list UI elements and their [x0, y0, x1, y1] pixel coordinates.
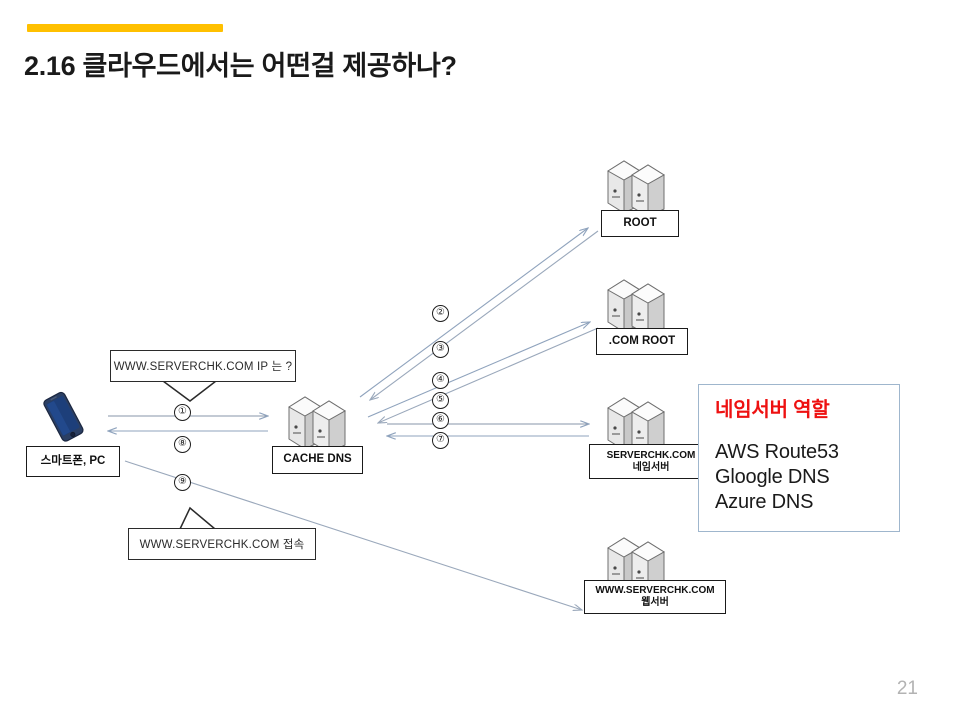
- connect-callout: WWW.SERVERCHK.COM 접속: [128, 528, 316, 560]
- node-nameserver: SERVERCHK.COM 네임서버: [589, 444, 713, 479]
- connect-callout-text: WWW.SERVERCHK.COM 접속: [139, 539, 305, 551]
- step-2: ②: [432, 305, 449, 322]
- server-icon: [607, 160, 665, 217]
- client-label: 스마트폰, PC: [26, 446, 120, 477]
- step-7: ⑦: [432, 432, 449, 449]
- server-icon: [607, 397, 665, 454]
- step-5: ⑤: [432, 392, 449, 409]
- step-8: ⑧: [174, 436, 191, 453]
- smartphone-icon: [43, 391, 84, 442]
- step-1: ①: [174, 404, 191, 421]
- step-4: ④: [432, 372, 449, 389]
- step-7-text: ⑦: [436, 434, 445, 445]
- node-com-root-label: .COM ROOT: [608, 334, 676, 347]
- step-9-text: ⑨: [178, 476, 187, 487]
- node-cache-dns-label: CACHE DNS: [283, 453, 352, 466]
- step-3: ③: [432, 341, 449, 358]
- node-webserver-label-2: 웹서버: [641, 597, 669, 608]
- nameserver-role-item-3: Azure DNS: [715, 491, 814, 514]
- step-9: ⑨: [174, 474, 191, 491]
- step-1-text: ①: [178, 406, 187, 417]
- nameserver-role-title: 네임서버 역할: [715, 399, 830, 421]
- server-icon: [607, 279, 665, 336]
- node-webserver: WWW.SERVERCHK.COM 웹서버: [584, 580, 726, 614]
- client-label-text: 스마트폰, PC: [40, 454, 106, 467]
- query-callout: WWW.SERVERCHK.COM IP 는 ?: [110, 350, 296, 382]
- node-com-root: .COM ROOT: [596, 328, 688, 355]
- node-root-label: ROOT: [623, 216, 657, 229]
- node-cache-dns: CACHE DNS: [272, 446, 363, 474]
- step-5-text: ⑤: [436, 394, 445, 405]
- query-callout-text: WWW.SERVERCHK.COM IP 는 ?: [113, 361, 293, 373]
- node-webserver-label-1: WWW.SERVERCHK.COM: [595, 585, 715, 597]
- step-8-text: ⑧: [178, 438, 187, 449]
- server-icon: [288, 396, 346, 453]
- nameserver-role-box: 네임서버 역할 AWS Route53 Gloogle DNS Azure DN…: [698, 384, 900, 532]
- node-nameserver-label-2: 네임서버: [632, 461, 670, 473]
- node-nameserver-label-1: SERVERCHK.COM: [606, 449, 696, 461]
- page-number: 21: [896, 678, 918, 699]
- page-title: 2.16 클라우드에서는 어떤걸 제공하나?: [24, 51, 457, 81]
- node-root: ROOT: [601, 210, 679, 237]
- step-6-text: ⑥: [436, 414, 445, 425]
- step-6: ⑥: [432, 412, 449, 429]
- nameserver-role-item-1: AWS Route53: [715, 441, 839, 463]
- title-accent-bar: [27, 24, 223, 32]
- nameserver-role-item-2: Gloogle DNS: [715, 466, 830, 489]
- step-3-text: ③: [436, 343, 445, 354]
- step-4-text: ④: [436, 374, 445, 385]
- step-2-text: ②: [436, 307, 445, 318]
